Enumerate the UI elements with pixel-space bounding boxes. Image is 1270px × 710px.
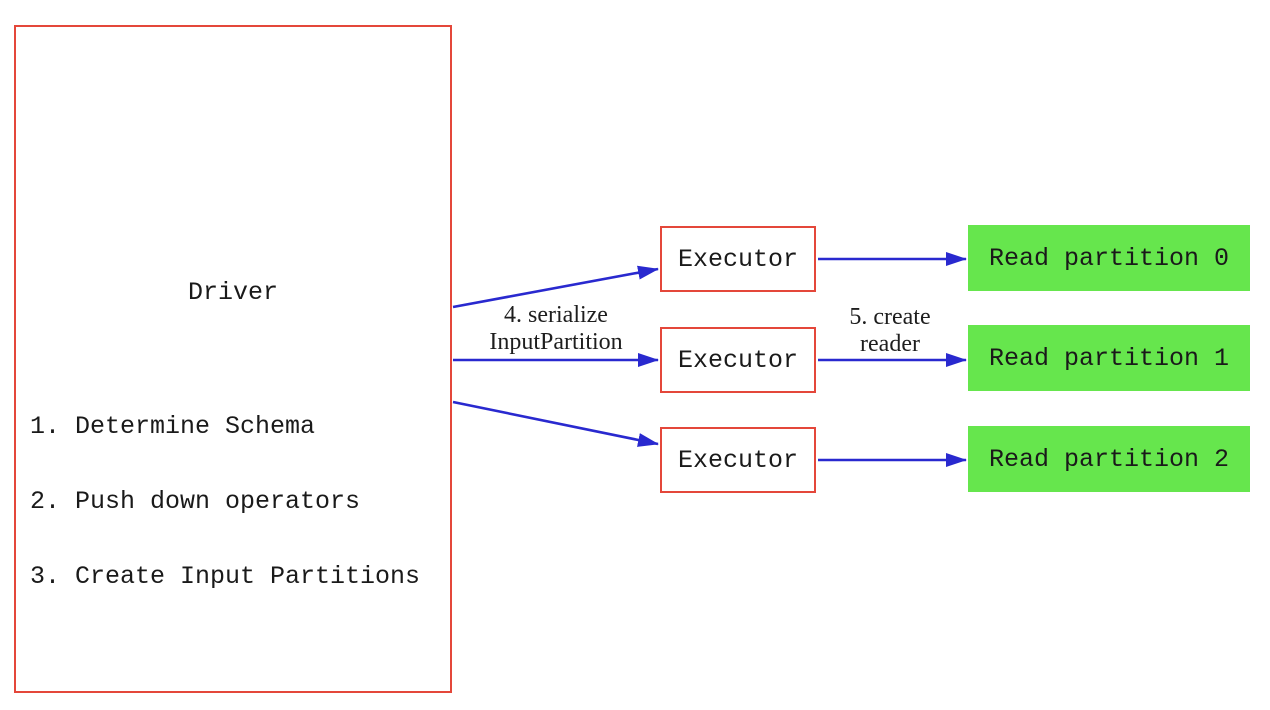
executor-2-label: Executor — [677, 345, 799, 375]
serialize-label-line-1: 4. serialize — [504, 302, 608, 328]
driver-steps: 1. Determine Schema 2. Push down operato… — [30, 364, 420, 639]
serialize-label-line-2: InputPartition — [489, 329, 623, 355]
executor-1-label: Executor — [677, 244, 799, 274]
create-reader-label-line-1: 5. create — [849, 304, 931, 330]
driver-box: Driver 1. Determine Schema 2. Push down … — [14, 25, 452, 693]
arrow-driver-to-executor-3 — [452, 400, 659, 447]
driver-step-3: 3. Create Input Partitions — [30, 562, 421, 591]
create-reader-label-line-2: reader — [860, 331, 920, 357]
executor-box-3: Executor — [660, 427, 816, 493]
read-partition-2-label: Read partition 2 — [988, 444, 1230, 474]
read-partition-2-box: Read partition 2 — [968, 426, 1250, 492]
executor-box-2: Executor — [660, 327, 816, 393]
executor-3-label: Executor — [677, 445, 799, 475]
read-partition-1-box: Read partition 1 — [968, 325, 1250, 391]
driver-step-1: 1. Determine Schema — [30, 412, 316, 441]
serialize-inputpartition-label: 4. serialize InputPartition — [456, 302, 656, 356]
read-partition-1-label: Read partition 1 — [988, 343, 1230, 373]
read-partition-0-box: Read partition 0 — [968, 225, 1250, 291]
driver-step-2: 2. Push down operators — [30, 487, 361, 516]
executor-box-1: Executor — [660, 226, 816, 292]
driver-title: Driver — [187, 278, 278, 307]
create-reader-label: 5. create reader — [800, 304, 980, 358]
read-partition-0-label: Read partition 0 — [988, 243, 1230, 273]
